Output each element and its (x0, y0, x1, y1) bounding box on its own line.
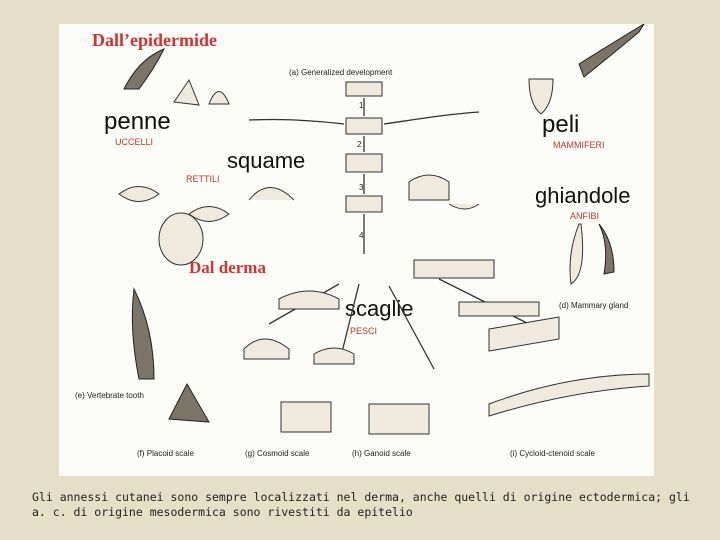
panel-h-label: (h) Ganoid scale (352, 449, 411, 458)
panel-i-label: (i) Cycloid-ctenoid scale (510, 449, 595, 458)
stage-number: 4 (359, 231, 364, 240)
evolution-diagram: Dall’epidermide Dal derma penne peli squ… (59, 24, 654, 476)
title-from-dermis: Dal derma (189, 258, 266, 277)
label-squames: squame (227, 148, 305, 173)
stage-number: 3 (359, 183, 364, 192)
group-birds: UCCELLI (115, 137, 153, 147)
group-fishes: PESCI (350, 326, 377, 336)
group-reptiles: RETTILI (186, 174, 220, 184)
feather-branch (119, 49, 344, 379)
label-hairs: peli (542, 111, 579, 138)
panel-d-label: (d) Mammary gland (559, 301, 628, 310)
stage-number: 1 (359, 101, 364, 110)
panel-g-label: (g) Cosmoid scale (245, 449, 310, 458)
figure-caption: Gli annessi cutanei sono sempre localizz… (32, 490, 692, 520)
panel-f-label: (f) Placoid scale (137, 449, 194, 458)
panel-e-label: (e) Vertebrate tooth (75, 391, 144, 400)
group-mammals: MAMMIFERI (553, 140, 605, 150)
panel-a-label: (a) Generalized development (289, 68, 393, 77)
label-glands: ghiandole (535, 183, 630, 208)
label-feathers: penne (104, 108, 171, 135)
title-from-epidermis: Dall’epidermide (92, 30, 217, 50)
stage-number: 2 (357, 140, 362, 149)
group-amphibians: ANFIBI (570, 211, 599, 221)
hair-gland-branch (384, 24, 644, 284)
